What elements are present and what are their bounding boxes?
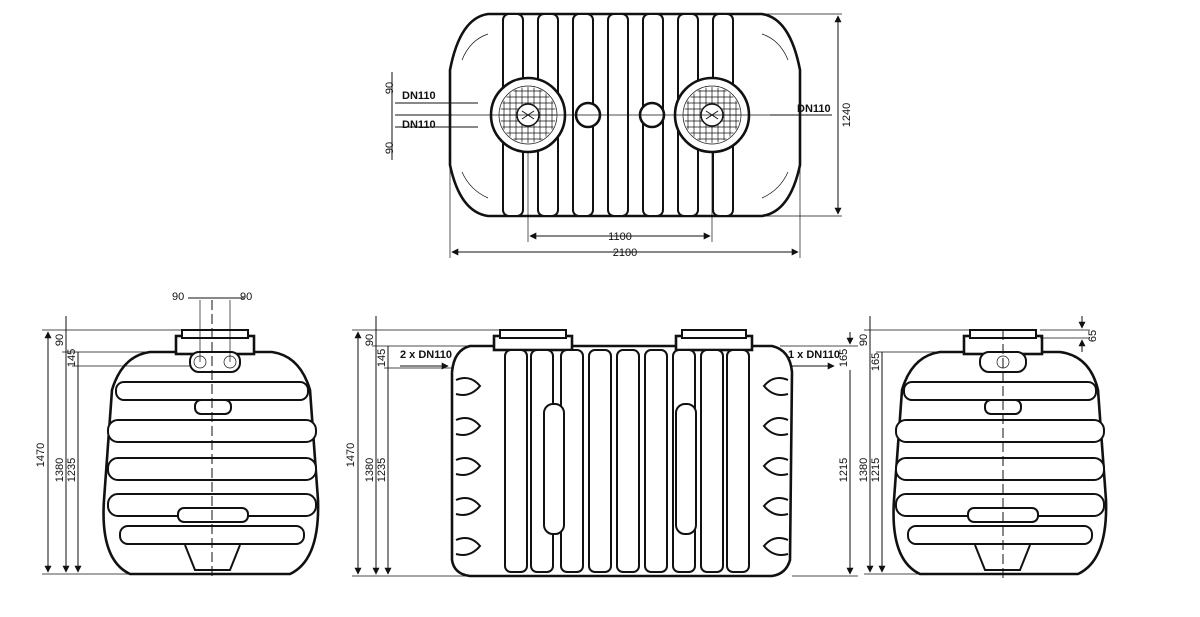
dim-2100: 2100 <box>613 247 637 259</box>
inlet-label: 2 x DN110 <box>400 349 452 361</box>
right-dim-1380: 1380 <box>858 458 870 482</box>
right-dim-65: 65 <box>1087 330 1099 342</box>
side-bump <box>762 377 789 396</box>
right-dim-90: 90 <box>858 334 870 346</box>
dim-1235: 1235 <box>66 458 78 482</box>
dim-90-lower: 90 <box>384 142 396 154</box>
side-dim-145: 145 <box>376 349 388 367</box>
dim-1380: 1380 <box>54 458 66 482</box>
end-rib <box>895 457 1105 481</box>
dim-1240: 1240 <box>841 103 853 127</box>
side-bump <box>455 377 482 396</box>
side-dim-1470: 1470 <box>345 443 357 467</box>
label-dn110-lower: DN110 <box>402 119 436 131</box>
label-dn110-right: DN110 <box>797 103 831 115</box>
dim-90-left: 90 <box>172 291 184 303</box>
side-dim-1215: 1215 <box>838 458 850 482</box>
side-bump <box>762 537 789 556</box>
dim-1470: 1470 <box>35 443 47 467</box>
side-bump <box>762 417 789 436</box>
side-rib <box>616 349 640 573</box>
right-dim-1215: 1215 <box>870 458 882 482</box>
top-view: DN110 DN110 90 90 DN110 1240 1100 2100 <box>384 12 853 259</box>
dim-90-vert: 90 <box>54 334 66 346</box>
side-bump <box>762 457 789 476</box>
left-end-view: 90 90 1470 1380 1235 90 145 <box>35 291 320 580</box>
right-end-view: 90 165 1380 1215 65 <box>858 316 1108 580</box>
side-bump <box>455 497 482 516</box>
right-dim-165: 165 <box>870 353 882 371</box>
side-bump <box>455 537 482 556</box>
dim-90-right: 90 <box>240 291 252 303</box>
side-dim-1235: 1235 <box>376 458 388 482</box>
side-dim-165: 165 <box>838 349 850 367</box>
dim-145: 145 <box>66 349 78 367</box>
side-rib <box>588 349 612 573</box>
side-rib <box>726 349 750 573</box>
label-dn110-upper: DN110 <box>402 90 436 102</box>
dim-1100: 1100 <box>608 231 632 243</box>
side-view: 1470 1380 1235 90 145 2 x DN110 1 x DN11… <box>345 316 858 578</box>
end-rib <box>907 525 1093 545</box>
side-bump <box>455 417 482 436</box>
side-bump <box>455 457 482 476</box>
side-dim-1380: 1380 <box>364 458 376 482</box>
side-bump <box>762 497 789 516</box>
end-rib <box>903 381 1097 401</box>
side-rib <box>504 349 528 573</box>
dim-90-upper: 90 <box>384 82 396 94</box>
side-rib <box>644 349 668 573</box>
outlet-label: 1 x DN110 <box>788 349 840 361</box>
end-rib <box>895 419 1105 443</box>
side-dim-90: 90 <box>364 334 376 346</box>
side-rib <box>700 349 724 573</box>
